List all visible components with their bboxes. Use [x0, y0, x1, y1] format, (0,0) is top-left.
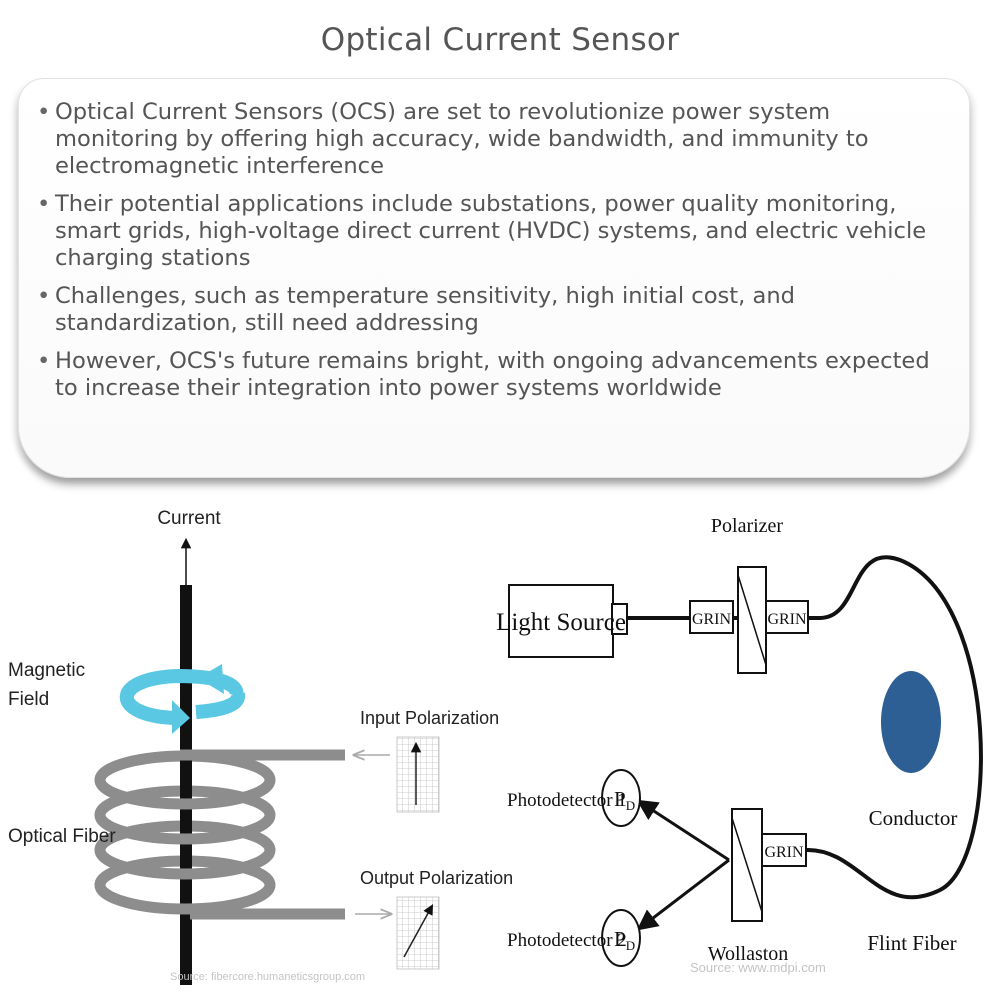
conductor [881, 671, 941, 773]
output-polarization-label: Output Polarization [360, 868, 513, 888]
summary-card: Optical Current Sensors (OCS) are set to… [18, 78, 970, 478]
input-polarization-grid [396, 736, 440, 813]
right-source-credit: Source: www.mdpi.com [690, 960, 826, 975]
right-diagram: Light Source GRIN Polarizer GRIN Conduct… [496, 515, 983, 975]
conductor-rod [180, 585, 192, 985]
current-label: Current [157, 508, 221, 529]
photodetector-1 [601, 769, 641, 827]
light-source-port [611, 603, 628, 635]
polarizer-label: Polarizer [711, 515, 784, 537]
grin-lens-2 [765, 600, 809, 634]
sensor-diagram: Current Magnetic Field Optical Fiber Inp… [8, 508, 983, 985]
magnetic-field-label: Magnetic [8, 660, 85, 681]
grin-label-3: GRIN [764, 844, 804, 861]
conductor-label: Conductor [869, 806, 958, 830]
optical-fiber-label: Optical Fiber [8, 826, 116, 847]
page-title: Optical Current Sensor [320, 22, 680, 58]
flint-fiber-path [627, 555, 983, 900]
grin-label-1: GRIN [692, 611, 732, 628]
pd1-symbol: PD [614, 787, 635, 813]
magnetic-field-arrow-icon [119, 664, 246, 734]
photodetector-2-label: Photodetector 2 [507, 930, 627, 951]
grin-lens-3 [761, 833, 807, 867]
grin-lens-1 [689, 600, 734, 634]
grin-label-2: GRIN [767, 611, 807, 628]
photodetector-2 [601, 909, 641, 967]
left-source-credit: Source: fibercore.humaneticsgroup.com [170, 971, 365, 983]
wollaston-label: Wollaston [708, 943, 789, 965]
bullet-item: Challenges, such as temperature sensitiv… [37, 283, 957, 337]
light-source-label: Light Source [496, 609, 626, 636]
bullet-item: Optical Current Sensors (OCS) are set to… [37, 99, 957, 180]
beam-to-pd1 [636, 799, 730, 862]
flint-fiber-label: Flint Fiber [867, 931, 956, 955]
bullet-list: Optical Current Sensors (OCS) are set to… [37, 99, 957, 402]
output-polarization-vector [403, 904, 434, 958]
input-polarization-label: Input Polarization [360, 708, 499, 728]
pd2-symbol: PD [614, 927, 635, 953]
wollaston-prism [731, 808, 763, 922]
beam-to-pd2 [636, 858, 730, 931]
bullet-item: Their potential applications include sub… [37, 191, 957, 272]
left-diagram: Current Magnetic Field Optical Fiber Inp… [8, 508, 513, 985]
magnetic-field-label-2: Field [8, 689, 49, 710]
coil-front [94, 749, 345, 920]
photodetector-1-label: Photodetector 1 [507, 790, 627, 811]
bullet-item: However, OCS's future remains bright, wi… [37, 348, 957, 402]
